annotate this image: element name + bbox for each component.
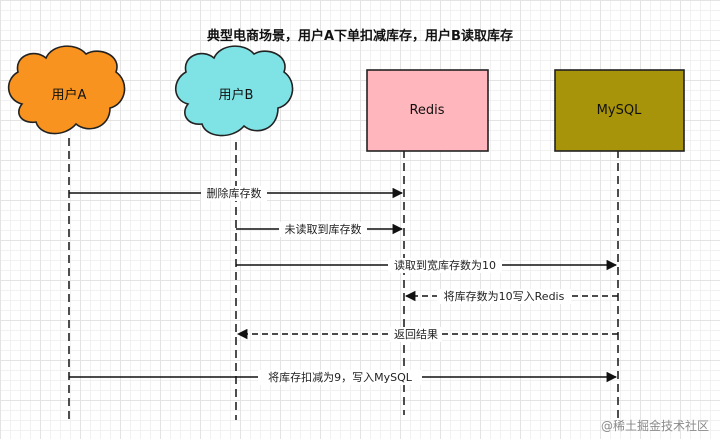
actor-redis: Redis <box>366 69 489 152</box>
message-write-mysql: 将库存扣减为9，写入MySQL <box>69 370 618 385</box>
message-read-mysql: 读取到宽库存数为10 <box>236 258 618 273</box>
message-label-bg <box>390 327 442 342</box>
watermark: @稀土掘金技术社区 <box>601 418 709 433</box>
message-return-result: 返回结果 <box>236 327 618 342</box>
actor-user-a: 用户A <box>7 45 126 135</box>
message-stock-miss: 未读取到库存数 <box>236 222 404 237</box>
message-label: 将库存扣减为9，写入MySQL <box>268 370 413 384</box>
actor-label-user-a: 用户A <box>52 87 87 103</box>
actor-user-b: 用户B <box>174 45 294 137</box>
message-label-bg <box>258 370 422 385</box>
message-label: 未读取到库存数 <box>285 222 362 236</box>
message-label-bg <box>279 222 367 237</box>
box-shape-mysql <box>554 69 685 152</box>
message-label: 将库存数为10写入Redis <box>444 289 565 303</box>
message-label: 读取到宽库存数为10 <box>394 258 496 272</box>
message-label-bg <box>437 289 571 304</box>
actor-label-redis: Redis <box>409 103 444 118</box>
diagram-title: 典型电商场景，用户A下单扣减库存，用户B读取库存 <box>207 28 513 44</box>
message-delete-stock: 删除库存数 <box>69 186 404 201</box>
message-label-bg <box>201 186 267 201</box>
actor-label-mysql: MySQL <box>597 103 642 118</box>
cloud-shape-user-b <box>174 45 294 137</box>
cloud-shape-user-a <box>7 45 126 135</box>
message-write-redis: 将库存数为10写入Redis <box>404 289 618 304</box>
actor-mysql: MySQL <box>554 69 685 152</box>
actor-label-user-b: 用户B <box>219 87 254 103</box>
message-label: 返回结果 <box>394 328 438 341</box>
message-label-bg <box>388 258 502 273</box>
box-shape-redis <box>366 69 489 152</box>
message-label: 删除库存数 <box>207 186 262 200</box>
